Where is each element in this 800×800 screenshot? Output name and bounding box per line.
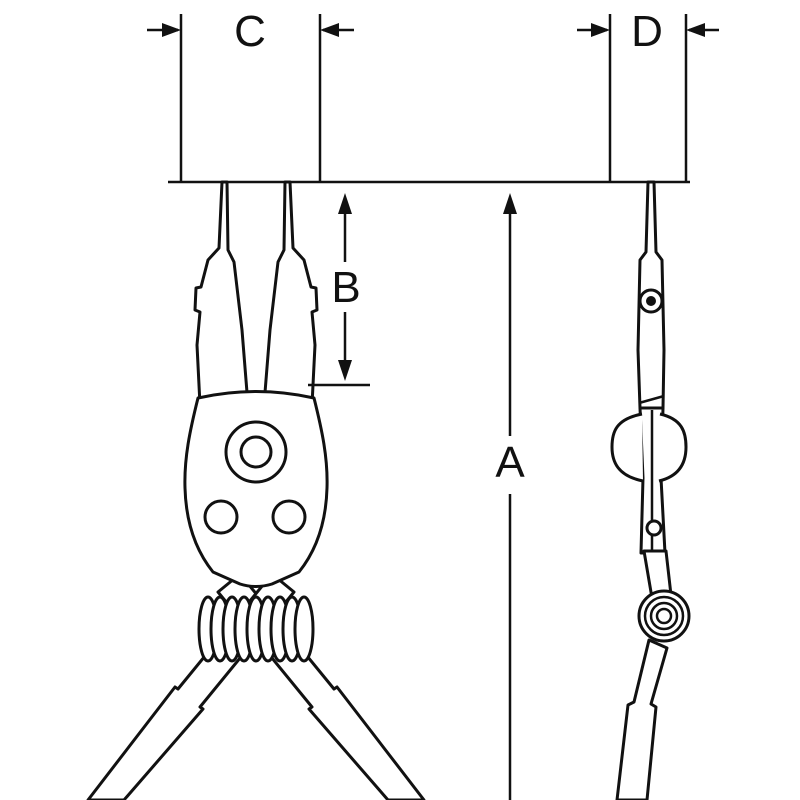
dim-label-d: D — [631, 7, 663, 56]
rivet-hole-right — [271, 499, 307, 535]
ear-right — [658, 412, 688, 483]
dim-b-arrow-up — [338, 193, 352, 214]
dim-d-arrow-left — [591, 23, 610, 37]
dim-a-arrow-up — [503, 193, 517, 214]
dim-d-arrow-right — [686, 23, 705, 37]
pivot-ring-inner — [239, 435, 273, 469]
dim-b-arrow-down — [338, 360, 352, 381]
dimension-framework — [147, 14, 719, 800]
ear-left — [610, 412, 644, 483]
right-jaw — [262, 180, 319, 407]
dim-label-a: A — [495, 438, 525, 487]
coil-spring-side — [637, 589, 691, 643]
side-joint-line — [638, 394, 665, 405]
dim-c-arrow-left — [162, 23, 181, 37]
rivet-hole-left — [203, 499, 239, 535]
dim-label-c: C — [234, 7, 266, 56]
dim-c-arrow-right — [320, 23, 339, 37]
dimension-labels: C D B A — [234, 7, 663, 487]
coil-spring-front — [197, 595, 315, 663]
left-jaw — [193, 180, 250, 407]
pliers-head — [183, 390, 329, 588]
side-view-pliers — [610, 180, 691, 800]
side-hole-upper-inner — [646, 296, 656, 306]
front-view-pliers — [86, 180, 426, 800]
dim-label-b: B — [331, 263, 360, 312]
side-hole-lower — [645, 519, 663, 537]
side-handle — [615, 638, 669, 800]
